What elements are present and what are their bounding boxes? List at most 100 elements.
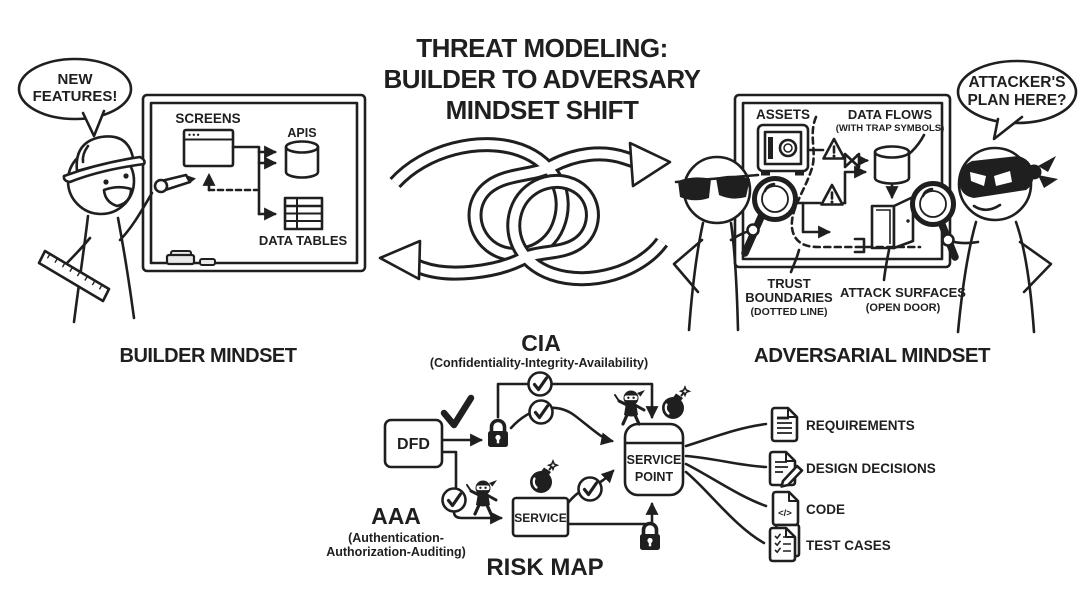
attacker-figure: [910, 146, 1058, 334]
browser-window-icon: [182, 128, 235, 168]
magnifying-glass-icon: [910, 181, 959, 261]
requirements-doc-icon: [770, 406, 799, 443]
trust-boundaries-label-line3: (DOTTED LINE): [751, 306, 828, 318]
builder-mindset-caption: BUILDER MINDSET: [120, 345, 297, 367]
apis-label: APIS: [287, 126, 316, 140]
aaa-subtitle-line2: Authorization-Auditing): [326, 545, 466, 559]
builder-whiteboard: SCREENS APIS DATA TABLES: [141, 93, 367, 273]
code-doc-icon: </>: [771, 490, 800, 527]
lock-to-servicepoint-arrow: [509, 406, 615, 446]
design-decisions-label: DESIGN DECISIONS: [806, 461, 936, 476]
builder-hand: [153, 178, 169, 194]
aaa-subtitle-line1: (Authentication-: [348, 531, 444, 545]
requirements-label: REQUIREMENTS: [806, 418, 915, 433]
check-circle-icon: [526, 370, 554, 398]
service-node: [511, 496, 570, 538]
attack-surfaces-label-line2: (OPEN DOOR): [866, 302, 941, 314]
safe-icon: [756, 123, 810, 176]
cycle-arrowhead-left: [378, 239, 422, 281]
trust-boundaries-label-line1: TRUST: [767, 276, 810, 291]
data-flows-sublabel: (WITH TRAP SYMBOLS): [836, 123, 945, 134]
bomb-icon: [660, 385, 691, 421]
risk-map-outputs: REQUIREMENTS DESIGN DECISIONS </> CODE T…: [684, 406, 936, 563]
check-circle-icon: [527, 398, 555, 426]
check-circle-icon: [440, 486, 468, 514]
adversarial-mindset-caption: ADVERSARIAL MINDSET: [754, 344, 991, 367]
attack-surfaces-label-line1: ATTACK SURFACES: [840, 285, 966, 300]
whiteboard-eraser: [165, 250, 216, 266]
speech-text-line2: FEATURES!: [33, 88, 118, 105]
builder-figure: [37, 135, 196, 324]
dfd-node: [383, 418, 444, 469]
service-point-label-line2: POINT: [635, 470, 674, 484]
whiteboard-marker-tray-item: [199, 258, 216, 266]
service-point-node: SERVICE POINT: [623, 422, 685, 497]
builder-speech-bubble: NEW FEATURES!: [17, 57, 133, 138]
speech-text-line2: PLAN HERE?: [967, 92, 1066, 109]
analyst-hand: [746, 223, 760, 237]
builder-board-connectors: [202, 145, 278, 221]
padlock-icon: [638, 521, 662, 552]
whiteboard-inner-frame: [149, 101, 359, 265]
design-decisions-doc-icon: [768, 450, 804, 488]
ninja-icon: [613, 388, 647, 426]
padlock-icon: [486, 418, 510, 449]
service-bottom-connector: [566, 501, 659, 526]
speech-text-line1: ATTACKER'S: [969, 74, 1066, 91]
title-line3: MINDSET SHIFT: [446, 95, 639, 125]
speech-text-line1: NEW: [58, 71, 94, 88]
cia-top-connector: [496, 382, 659, 420]
risk-map-caption: RISK MAP: [486, 554, 603, 581]
service-label: SERVICE: [514, 511, 566, 525]
service-point-label-line1: SERVICE: [627, 453, 682, 467]
trust-pointer-line: [789, 248, 801, 274]
attacker-smirk: [972, 203, 1002, 212]
trap-bowtie-icon: [843, 152, 861, 169]
data-tables-label: DATA TABLES: [259, 233, 348, 248]
database-cylinder-icon: [284, 140, 320, 179]
main-title: THREAT MODELING: BUILDER TO ADVERSARY MI…: [384, 33, 702, 125]
dfd-label: DFD: [397, 436, 430, 453]
hard-hat-icon: [62, 135, 146, 184]
attacker-right-arm: [1018, 240, 1053, 294]
analyst-figure: [672, 155, 798, 332]
title-line2: BUILDER TO ADVERSARY: [384, 64, 701, 94]
test-cases-label: TEST CASES: [806, 538, 891, 553]
check-circle-icon: [576, 475, 604, 503]
cia-title: CIA: [521, 330, 561, 356]
title-line1: THREAT MODELING:: [416, 33, 668, 63]
builder-smile: [102, 185, 133, 208]
risk-map-diagram: CIA (Confidentiality-Integrity-Availabil…: [326, 330, 936, 581]
screens-label: SCREENS: [175, 111, 240, 126]
attack-pointer-line: [882, 248, 891, 282]
test-cases-doc-icon: [768, 523, 801, 563]
ninja-icon: [465, 478, 499, 516]
bandit-mask-icon: [959, 156, 1058, 198]
code-glyph: </>: [778, 508, 792, 519]
data-flows-label: DATA FLOWS: [848, 107, 933, 122]
dfd-down-connector: [440, 450, 458, 489]
ruler-icon: [37, 249, 111, 303]
sunglasses-icon: [674, 173, 760, 201]
mindset-shift-cycle-arrows: [378, 137, 672, 287]
cycle-arrowhead-right: [628, 141, 672, 188]
assets-label: ASSETS: [756, 107, 810, 122]
analyst-left-arm: [672, 238, 704, 294]
checkmark-icon: [440, 394, 475, 429]
open-door-icon: [870, 195, 915, 250]
builder-right-arm: [118, 191, 154, 242]
builder-left-arm: [62, 236, 92, 268]
aaa-title: AAA: [371, 503, 421, 529]
bomb-icon: [528, 459, 559, 495]
cia-subtitle: (Confidentiality-Integrity-Availability): [430, 356, 648, 370]
database-cylinder-icon: [873, 145, 911, 185]
data-table-icon: [283, 196, 324, 231]
trust-boundary-bracket: [853, 237, 866, 254]
attacker-hand: [941, 233, 955, 247]
attacker-speech-bubble: ATTACKER'S PLAN HERE?: [956, 59, 1078, 141]
to-service-arrow: [452, 510, 504, 525]
trust-boundaries-label-line2: BOUNDARIES: [745, 290, 833, 305]
code-label: CODE: [806, 502, 845, 517]
